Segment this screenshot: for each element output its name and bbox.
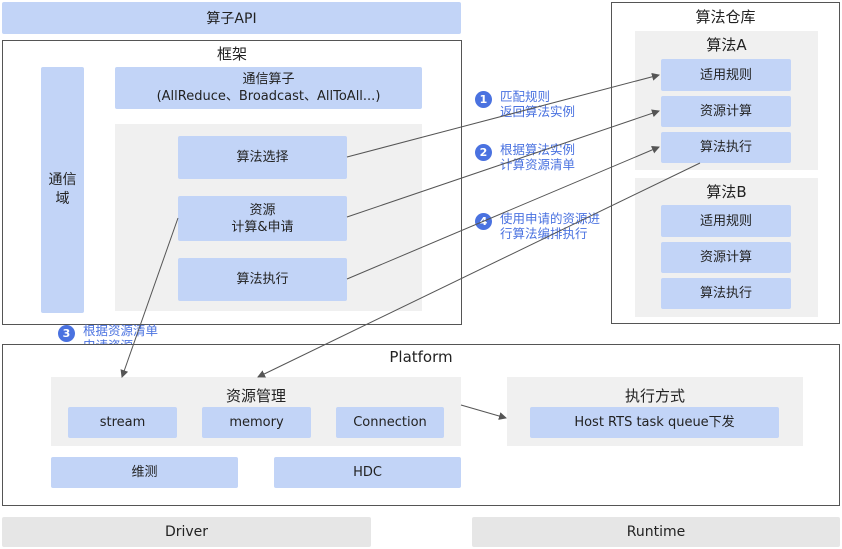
algo-b-title: 算法B	[706, 183, 747, 201]
driver-bar: Driver	[2, 517, 371, 547]
algo-select-box: 算法选择	[178, 136, 347, 179]
stream-label: stream	[99, 415, 146, 430]
step-2-text: 根据算法实例 计算资源清单	[500, 142, 576, 172]
comm-operator-box: 通信算子 (AllReduce、Broadcast、AllToAll...)	[115, 67, 422, 109]
algo-select-label: 算法选择	[236, 150, 289, 165]
memory-label: memory	[229, 415, 284, 430]
driver-label: Driver	[164, 524, 209, 540]
resource-calc-label: 资源 计算&申请	[231, 202, 294, 235]
step-2-badge: 2	[475, 144, 492, 161]
algo-b-rule-box: 适用规则	[661, 205, 791, 237]
operator-api-label: 算子API	[206, 11, 257, 27]
algo-a-exec-box: 算法执行	[661, 132, 791, 163]
algo-a-rule-box: 适用规则	[661, 59, 791, 91]
algo-a-calc-box: 资源计算	[661, 96, 791, 127]
algo-a-exec-label: 算法执行	[699, 140, 752, 155]
algo-a-title: 算法A	[706, 36, 747, 54]
connection-box: Connection	[336, 407, 444, 438]
algo-b-exec-box: 算法执行	[661, 278, 791, 309]
host-rts-label: Host RTS task queue下发	[574, 415, 735, 430]
algo-b-rule-label: 适用规则	[699, 213, 752, 229]
repository-title: 算法仓库	[695, 8, 756, 26]
runtime-bar: Runtime	[472, 517, 840, 547]
comm-operator-label: 通信算子 (AllReduce、Broadcast、AllToAll...)	[156, 72, 381, 104]
connection-label: Connection	[353, 415, 427, 430]
maintenance-label: 维测	[131, 465, 158, 480]
runtime-label: Runtime	[626, 524, 686, 540]
step-4-text: 使用申请的资源进 行算法编排执行	[500, 211, 601, 241]
operator-api-bar: 算子API	[2, 2, 461, 34]
step-4-badge: 4	[475, 213, 492, 230]
platform-title: Platform	[389, 348, 453, 366]
step-4-annotation: 4 使用申请的资源进 行算法编排执行	[475, 211, 600, 241]
algo-b-calc-label: 资源计算	[699, 250, 752, 265]
maintenance-box: 维测	[51, 457, 238, 488]
comm-domain-box: 通信 域	[41, 67, 84, 313]
algo-b-exec-label: 算法执行	[699, 286, 752, 301]
hdc-label: HDC	[353, 465, 382, 480]
algo-exec-label: 算法执行	[236, 272, 289, 287]
step-3-badge: 3	[58, 325, 75, 342]
memory-box: memory	[202, 407, 311, 438]
step-2-annotation: 2 根据算法实例 计算资源清单	[475, 142, 575, 172]
algo-a-calc-label: 资源计算	[699, 104, 752, 119]
algo-a-rule-label: 适用规则	[699, 67, 752, 83]
framework-title: 框架	[216, 45, 247, 63]
exec-mode-title: 执行方式	[624, 387, 685, 405]
comm-domain-label: 通信 域	[48, 172, 77, 207]
step-1-annotation: 1 匹配规则 返回算法实例	[475, 89, 575, 119]
resource-calc-box: 资源 计算&申请	[178, 196, 347, 241]
algo-b-calc-box: 资源计算	[661, 242, 791, 273]
algo-exec-box: 算法执行	[178, 258, 347, 301]
step-1-badge: 1	[475, 91, 492, 108]
host-rts-box: Host RTS task queue下发	[530, 407, 779, 438]
step-1-text: 匹配规则 返回算法实例	[500, 89, 576, 119]
hdc-box: HDC	[274, 457, 461, 488]
resource-mgmt-title: 资源管理	[225, 387, 286, 405]
stream-box: stream	[68, 407, 177, 438]
